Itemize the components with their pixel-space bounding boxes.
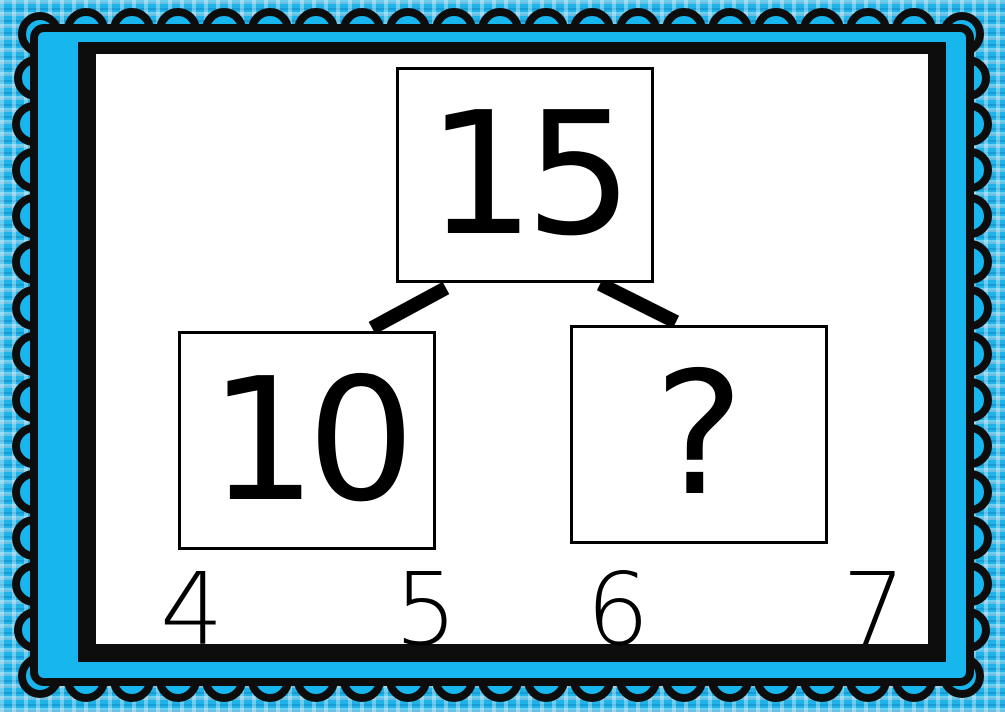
connector-right (600, 284, 676, 322)
known-part-box: 10 (178, 331, 436, 550)
whole-number: 15 (427, 76, 623, 274)
whole-number-box: 15 (396, 67, 654, 283)
connector-left (372, 288, 446, 328)
answer-choice-4[interactable]: 4 (160, 560, 224, 660)
unknown-part-box: ? (570, 325, 828, 544)
answer-choice-6[interactable]: 6 (586, 560, 650, 660)
answer-choice-7[interactable]: 7 (842, 560, 906, 660)
answer-choice-5[interactable]: 5 (394, 560, 458, 660)
unknown-part-question-mark: ? (654, 336, 744, 534)
known-part-number: 10 (209, 342, 405, 540)
